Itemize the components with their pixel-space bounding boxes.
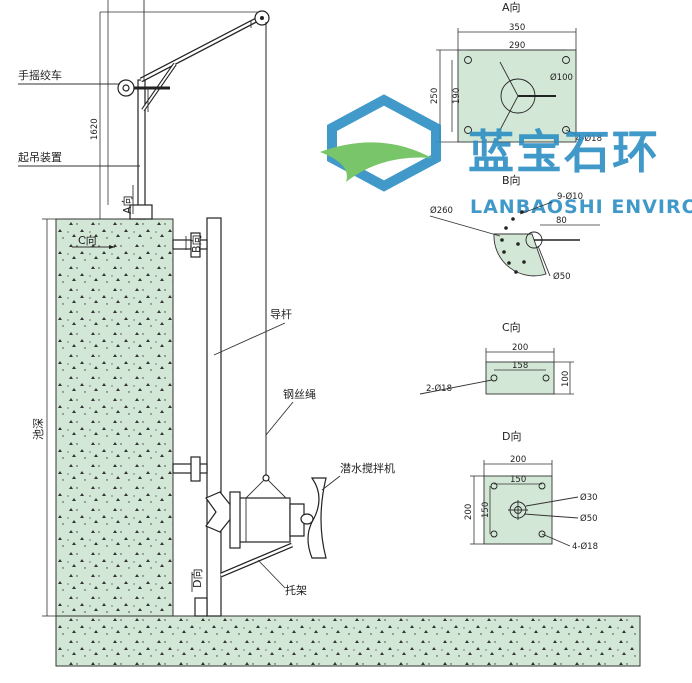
view-c-w-outer: 200: [512, 343, 528, 353]
view-c-h: 100: [561, 371, 571, 387]
view-b-holes: 9-Ø10: [557, 191, 583, 202]
view-d-w-outer: 200: [510, 455, 526, 465]
view-a-w-inner: 290: [509, 41, 525, 51]
guide-rod-label: 导杆: [270, 307, 292, 321]
view-c-holes: 2-Ø18: [426, 383, 452, 394]
view-d-w-inner: 150: [510, 475, 526, 485]
view-d-h-inner: 150: [481, 502, 491, 518]
view-a-h-outer: 250: [430, 88, 440, 104]
guide-rod: [206, 217, 222, 617]
watermark-en: LANBAOSHI ENVIRO: [470, 196, 692, 218]
brand-watermark: 蓝宝石环 LANBAOSHI ENVIRO: [320, 94, 692, 218]
mixer-label: 潜水搅拌机: [340, 461, 395, 475]
mixer-slide-frame: [205, 491, 237, 533]
brand-logo-icon: [327, 94, 441, 192]
tank-wall: [55, 218, 174, 617]
view-b-r: Ø260: [430, 205, 453, 216]
lower-guide-bracket: [194, 597, 208, 617]
view-d-h-outer: 200: [464, 504, 474, 520]
view-d-dia1: Ø30: [580, 492, 598, 503]
dir-a-marker: A向: [120, 195, 134, 214]
watermark-cn: 蓝宝石环: [468, 125, 660, 179]
dim-1620: 1620: [90, 118, 100, 140]
view-b-title: B向: [502, 173, 521, 187]
hoist-base: [129, 204, 153, 220]
dir-d-marker: D向: [190, 569, 204, 588]
view-a-w-outer: 350: [509, 23, 525, 33]
upper-guide-bracket: [172, 232, 208, 258]
view-a-h-inner: 190: [452, 88, 462, 104]
view-a-title: A向: [502, 0, 521, 14]
view-c: C向 200 158 100 2-Ø18: [419, 320, 574, 395]
view-c-title: C向: [502, 320, 521, 334]
view-a-holes: 4-Ø18: [576, 133, 602, 144]
mixer-motor: [235, 497, 291, 543]
view-d-holes: 4-Ø18: [572, 541, 598, 552]
view-d-dia2: Ø50: [580, 513, 598, 524]
view-a-dia: Ø100: [550, 72, 573, 83]
mixer-propeller: [307, 477, 327, 559]
view-c-w-inner: 158: [512, 361, 528, 371]
dir-c-marker: C向: [78, 233, 97, 247]
view-d: D向 200 150 200 150 Ø30 Ø50 4-Ø18: [464, 429, 598, 552]
wire-rope-label: 钢丝绳: [283, 387, 316, 401]
winch-label: 手摇绞车: [18, 68, 62, 82]
pool-depth-label: 池深: [32, 418, 45, 440]
dir-b-marker: B向: [189, 234, 203, 253]
view-b-dia: Ø50: [553, 271, 571, 282]
tank-floor: [55, 615, 641, 667]
view-a: A向 350 290 250 190 Ø100 4-Ø18: [430, 0, 602, 144]
middle-guide-bracket: [172, 456, 208, 482]
view-d-title: D向: [502, 429, 521, 443]
bracket-label: 托架: [285, 583, 307, 597]
hoist-label: 起吊装置: [18, 151, 62, 164]
hoist-column: [137, 79, 146, 220]
view-b: B向 80 Ø260 9-Ø10 Ø50: [429, 173, 600, 282]
view-b-len: 80: [556, 216, 567, 226]
